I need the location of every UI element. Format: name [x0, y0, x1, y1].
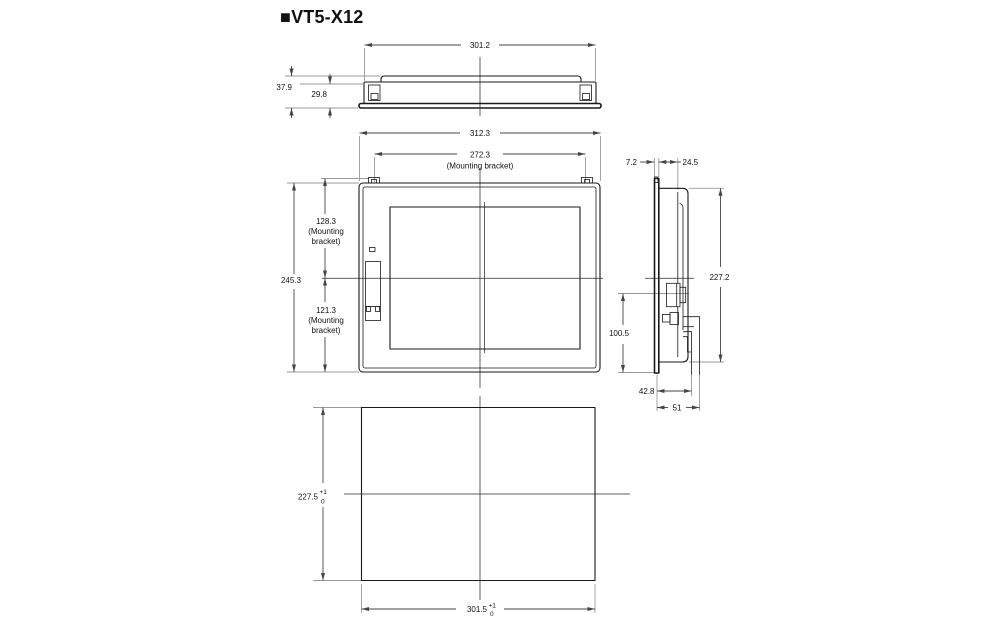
side-rear-protrusion: [683, 316, 700, 375]
dim-side-bezel-depth: 7.2: [626, 158, 638, 167]
svg-text:(Mounting: (Mounting: [308, 316, 344, 325]
dim-cutout-height: 227.5: [298, 493, 319, 502]
side-view: 7.2 24.5 227.2 100.5 42.8 51: [609, 158, 730, 413]
front-bezel-outer: [358, 182, 601, 373]
svg-text:bracket): bracket): [312, 326, 341, 335]
dim-top-body-depth: 29.8: [311, 90, 327, 99]
side-lower-connector: [662, 312, 679, 325]
svg-text:(Mounting: (Mounting: [308, 227, 344, 236]
dim-cutout-width: 301.5: [467, 605, 488, 614]
dim-front-overall-width: 312.3: [470, 129, 491, 138]
front-pen-holder-slot: [365, 261, 381, 321]
front-view: 312.3 272.3 (Mounting bracket) 245.3 128…: [281, 129, 603, 388]
dim-cutout-width-tol-minus: 0: [490, 611, 494, 618]
top-view-front-plate: [358, 102, 602, 109]
dim-side-rear-depth: 42.8: [639, 387, 655, 396]
dim-top-width: 301.2: [470, 41, 491, 50]
dim-front-bracket-width: 272.3: [470, 151, 491, 160]
dim-cutout-height-tol-minus: 0: [321, 499, 325, 506]
panel-cutout-view: 227.5 +1 0 301.5 +1 0: [298, 396, 630, 618]
svg-text:bracket): bracket): [312, 237, 341, 246]
dim-front-lower-bracket: 121.3: [316, 306, 337, 315]
dim-side-overall-depth: 51: [673, 404, 682, 413]
dim-front-bracket-note: (Mounting bracket): [447, 162, 514, 171]
side-body: [658, 187, 689, 363]
dim-front-overall-height: 245.3: [281, 276, 302, 285]
dim-cutout-height-tol-plus: +1: [320, 489, 328, 496]
dim-front-upper-bracket: 128.3: [316, 217, 337, 226]
front-right-mounting-tab: [581, 177, 593, 184]
front-indicator: [369, 247, 376, 252]
page-title: ■VT5-X12: [280, 7, 364, 27]
side-mid-connector: [666, 282, 687, 308]
dim-side-connector-offset: 100.5: [609, 329, 630, 338]
top-view-rear-face: [380, 75, 582, 83]
front-left-mounting-tab: [368, 177, 380, 184]
front-bezel-inner: [362, 186, 597, 369]
side-front-plate: [653, 177, 660, 374]
top-view: 301.2 37.9 29.8: [276, 41, 602, 118]
cutout-rectangle: [360, 406, 596, 582]
dim-top-overall-depth: 37.9: [276, 83, 292, 92]
dim-side-body-height: 227.2: [709, 273, 730, 282]
display-area: [389, 206, 581, 350]
top-view-left-clip: [368, 84, 381, 101]
dim-side-front-depth: 24.5: [683, 158, 699, 167]
dim-cutout-width-tol-plus: +1: [489, 603, 497, 610]
top-view-right-clip: [579, 84, 592, 101]
